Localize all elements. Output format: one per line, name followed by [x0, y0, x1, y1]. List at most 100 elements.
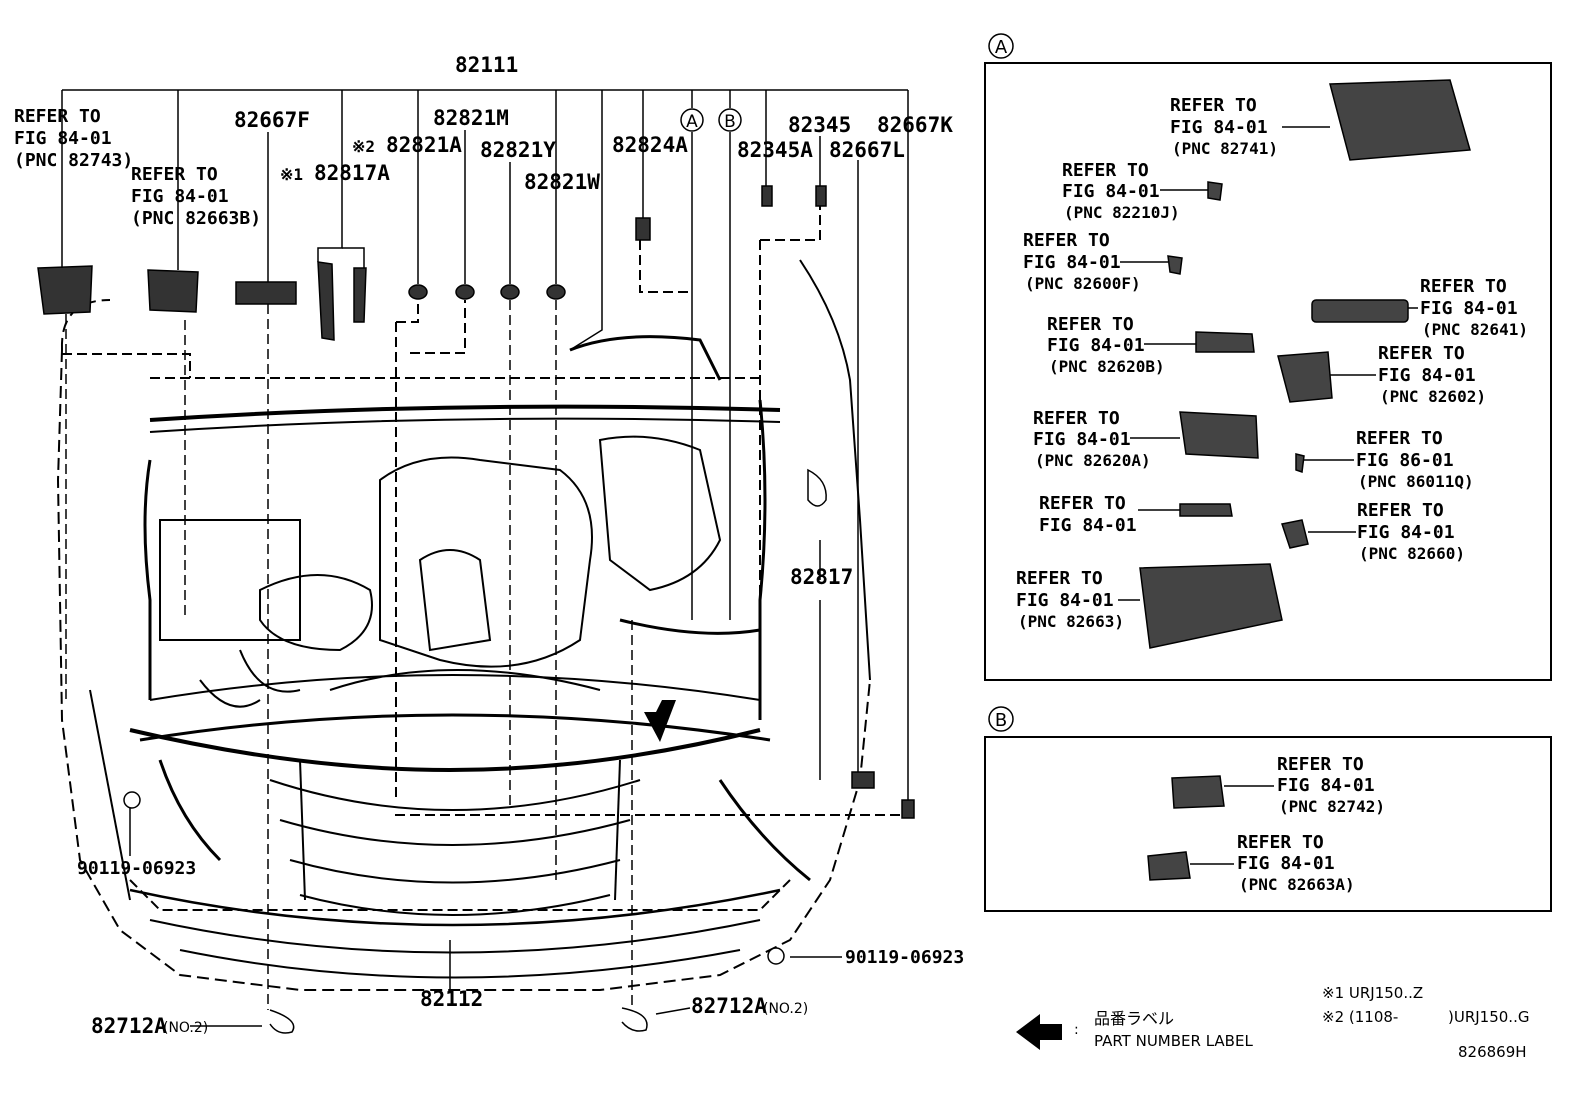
svg-text:REFER TO: REFER TO — [1033, 408, 1120, 429]
svg-text:(PNC 82620A): (PNC 82620A) — [1035, 451, 1151, 470]
part-82345: 82345 — [788, 113, 851, 137]
a-ref-82602: REFER TO FIG 84-01 (PNC 82602) — [1378, 343, 1486, 406]
svg-text:REFER TO: REFER TO — [1357, 500, 1444, 521]
main-part-labels: 82111 82667F 82821M ※2 82821A 82821Y ※1 … — [77, 53, 964, 1038]
part-82821W: 82821W — [524, 170, 600, 194]
svg-text:(PNC 82663B): (PNC 82663B) — [131, 208, 261, 229]
svg-text:FIG 84-01: FIG 84-01 — [1023, 252, 1121, 273]
a-ref-82641: REFER TO FIG 84-01 (PNC 82641) — [1420, 276, 1528, 339]
a-ref-82620B: REFER TO FIG 84-01 (PNC 82620B) — [1047, 314, 1165, 376]
part-82667K: 82667K — [877, 113, 953, 137]
leader-lines — [61, 89, 909, 1027]
a-ref-86011Q: REFER TO FIG 86-01 (PNC 86011Q) — [1356, 428, 1474, 491]
no2-left: (NO.2) — [163, 1020, 208, 1036]
svg-text:FIG 84-01: FIG 84-01 — [1357, 522, 1455, 543]
svg-text:(PNC 86011Q): (PNC 86011Q) — [1358, 472, 1474, 491]
svg-text:REFER TO: REFER TO — [14, 106, 101, 127]
note-2a: ※2 (1108- — [1322, 1008, 1398, 1026]
main-marker-a: A — [680, 108, 704, 132]
svg-text:(PNC 82742): (PNC 82742) — [1279, 797, 1385, 816]
section-a-marker: A — [995, 37, 1008, 58]
bolt-left: 90119-06923 — [77, 858, 196, 879]
svg-text:FIG 84-01: FIG 84-01 — [1170, 117, 1268, 138]
svg-text:REFER TO: REFER TO — [1277, 754, 1364, 775]
callout-82663B: REFER TO FIG 84-01 (PNC 82663B) — [131, 164, 261, 229]
part-82712A-left: 82712A — [91, 1014, 167, 1038]
svg-text:B: B — [724, 112, 736, 132]
part-82712A-right: 82712A — [691, 994, 767, 1018]
connector-components — [37, 185, 915, 1034]
svg-text:REFER TO: REFER TO — [1062, 160, 1149, 181]
svg-text:FIG 84-01: FIG 84-01 — [1039, 515, 1137, 536]
svg-text:FIG 84-01: FIG 84-01 — [14, 128, 112, 149]
legend-arrow-icon — [1016, 1014, 1062, 1050]
part-82112: 82112 — [420, 987, 483, 1011]
svg-text:FIG 84-01: FIG 84-01 — [1277, 775, 1375, 796]
figure-id: 826869H — [1458, 1043, 1527, 1061]
legend-jp-label: 品番ラベル — [1094, 1009, 1174, 1028]
part-number-label-arrow — [644, 700, 676, 742]
legend: : 品番ラベル PART NUMBER LABEL ※1 URJ150..Z ※… — [1016, 984, 1529, 1061]
a-ref-82660: REFER TO FIG 84-01 (PNC 82660) — [1357, 500, 1465, 563]
callout-82743: REFER TO FIG 84-01 (PNC 82743) — [14, 106, 133, 171]
svg-text:(PNC 82663): (PNC 82663) — [1018, 612, 1124, 631]
svg-text:REFER TO: REFER TO — [1237, 832, 1324, 853]
part-82824A: 82824A — [612, 133, 688, 157]
svg-text:(PNC 82600F): (PNC 82600F) — [1025, 274, 1141, 293]
legend-en-label: PART NUMBER LABEL — [1094, 1032, 1253, 1050]
a-ref-82741: REFER TO FIG 84-01 (PNC 82741) — [1170, 95, 1278, 158]
svg-text:FIG 84-01: FIG 84-01 — [1378, 365, 1476, 386]
svg-text:REFER TO: REFER TO — [1023, 230, 1110, 251]
svg-text:(PNC 82210J): (PNC 82210J) — [1064, 203, 1180, 222]
svg-text:(PNC 82641): (PNC 82641) — [1422, 320, 1528, 339]
svg-text:REFER TO: REFER TO — [1378, 343, 1465, 364]
svg-text:FIG 84-01: FIG 84-01 — [1016, 590, 1114, 611]
svg-text:FIG 84-01: FIG 84-01 — [1420, 298, 1518, 319]
section-b-panel: B REFER TO FIG 84-01 (PNC 82742) REFER T… — [984, 706, 1552, 912]
section-a-panel: A — [984, 33, 1552, 681]
svg-text:A: A — [686, 112, 698, 132]
svg-text:FIG 84-01: FIG 84-01 — [1062, 181, 1160, 202]
svg-text:(PNC 82743): (PNC 82743) — [14, 150, 133, 171]
b-ref-82742: REFER TO FIG 84-01 (PNC 82742) — [1277, 754, 1385, 816]
svg-text:REFER TO: REFER TO — [1356, 428, 1443, 449]
svg-text:(PNC 82620B): (PNC 82620B) — [1049, 357, 1165, 376]
svg-text:REFER TO: REFER TO — [1170, 95, 1257, 116]
svg-text:FIG 84-01: FIG 84-01 — [1237, 853, 1335, 874]
part-82817A: 82817A — [314, 161, 390, 185]
mark-1: ※1 — [280, 165, 303, 184]
part-82821A: 82821A — [386, 133, 462, 157]
engine-bay-drawing — [56, 205, 910, 991]
svg-text:(PNC 82663A): (PNC 82663A) — [1239, 875, 1355, 894]
svg-text:FIG 84-01: FIG 84-01 — [1047, 335, 1145, 356]
svg-text:FIG 84-01: FIG 84-01 — [131, 186, 229, 207]
svg-text:REFER TO: REFER TO — [1039, 493, 1126, 514]
part-82821M: 82821M — [433, 106, 509, 130]
part-82667L: 82667L — [829, 138, 905, 162]
svg-text:(PNC 82741): (PNC 82741) — [1172, 139, 1278, 158]
a-ref-82600F: REFER TO FIG 84-01 (PNC 82600F) — [1023, 230, 1141, 293]
note-1: ※1 URJ150..Z — [1322, 984, 1423, 1002]
svg-text:FIG 86-01: FIG 86-01 — [1356, 450, 1454, 471]
a-ref-82620A: REFER TO FIG 84-01 (PNC 82620A) — [1033, 408, 1151, 470]
a-ref-82663: REFER TO FIG 84-01 (PNC 82663) — [1016, 568, 1124, 631]
mark-2: ※2 — [352, 137, 375, 156]
svg-text:REFER TO: REFER TO — [1047, 314, 1134, 335]
svg-text:(PNC 82602): (PNC 82602) — [1380, 387, 1486, 406]
part-82345A: 82345A — [737, 138, 813, 162]
svg-text:REFER TO: REFER TO — [131, 164, 218, 185]
svg-text:REFER TO: REFER TO — [1016, 568, 1103, 589]
no2-right: (NO.2) — [763, 1001, 808, 1017]
part-82821Y: 82821Y — [480, 138, 556, 162]
bolt-right: 90119-06923 — [845, 947, 964, 968]
svg-text::: : — [1074, 1022, 1079, 1038]
svg-text:REFER TO: REFER TO — [1420, 276, 1507, 297]
a-ref-82210J: REFER TO FIG 84-01 (PNC 82210J) — [1062, 160, 1180, 222]
part-82667F: 82667F — [234, 108, 310, 132]
svg-text:FIG 84-01: FIG 84-01 — [1033, 429, 1131, 450]
main-marker-b: B — [718, 108, 742, 132]
part-82817: 82817 — [790, 565, 853, 589]
a-ref-fig84-01: REFER TO FIG 84-01 — [1039, 493, 1137, 536]
